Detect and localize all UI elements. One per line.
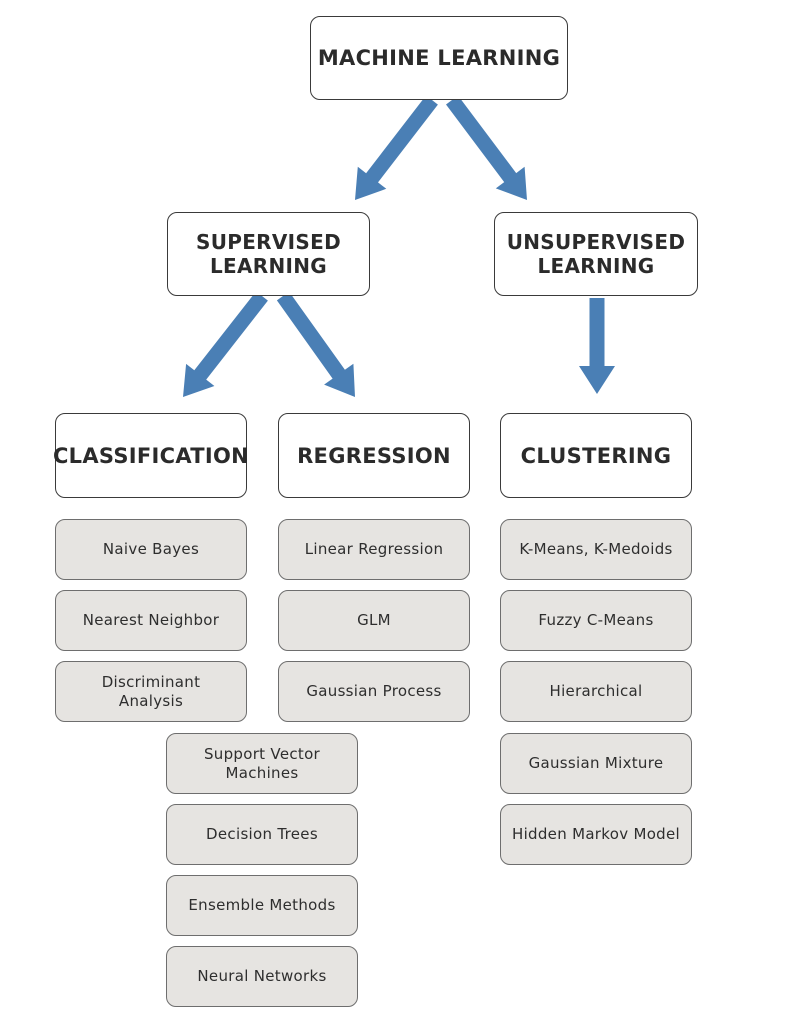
classification-node: CLASSIFICATION [53,413,249,498]
arrow-supervised-to-regression [276,291,355,397]
classification-item: Discriminant Analysis [55,661,247,722]
regression-item: Gaussian Process [278,661,470,722]
arrow-supervised-to-classification [183,291,268,397]
regression-item: Linear Regression [278,519,470,580]
clustering-item: Hidden Markov Model [500,804,692,865]
clustering-node: CLUSTERING [500,413,692,498]
machine-learning-node: MACHINE LEARNING [310,16,568,100]
clustering-item: Fuzzy C-Means [500,590,692,651]
shared-method-item: Decision Trees [166,804,358,865]
clustering-item: Hierarchical [500,661,692,722]
arrow-root-to-unsupervised [446,95,527,200]
regression-item: GLM [278,590,470,651]
clustering-item: Gaussian Mixture [500,733,692,794]
shared-method-item: Ensemble Methods [166,875,358,936]
clustering-item: K-Means, K-Medoids [500,519,692,580]
arrow-unsupervised-to-clustering [579,298,615,394]
supervised-learning-node: SUPERVISED LEARNING [167,212,370,296]
shared-method-item: Neural Networks [166,946,358,1007]
arrow-root-to-supervised [355,95,438,200]
shared-method-item: Support Vector Machines [166,733,358,794]
classification-item: Nearest Neighbor [55,590,247,651]
classification-item: Naive Bayes [55,519,247,580]
unsupervised-learning-node: UNSUPERVISED LEARNING [494,212,698,296]
regression-node: REGRESSION [278,413,470,498]
